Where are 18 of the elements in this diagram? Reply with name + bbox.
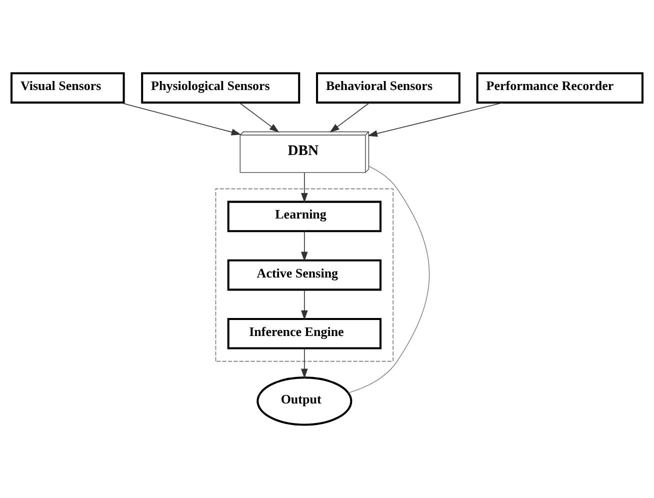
node-ellipse: Output [256,376,352,426]
arrow [120,102,242,136]
cluster [215,188,394,362]
arrow [301,230,308,262]
node-box: Performance Recorder [476,72,644,104]
arrow [238,102,280,133]
node-box: Behavioral Sensors [316,72,460,104]
node-box: Active Sensing [227,259,382,291]
arrow [330,102,370,133]
node-box: Inference Engine [227,318,382,350]
connector [348,166,430,394]
arrow [368,102,504,137]
node-box: Physiological Sensors [141,72,300,104]
node-box: Visual Sensors [10,72,125,104]
node-box: Learning [227,200,382,232]
arrow [301,348,308,379]
arrow [301,290,308,320]
arrow [301,172,308,203]
